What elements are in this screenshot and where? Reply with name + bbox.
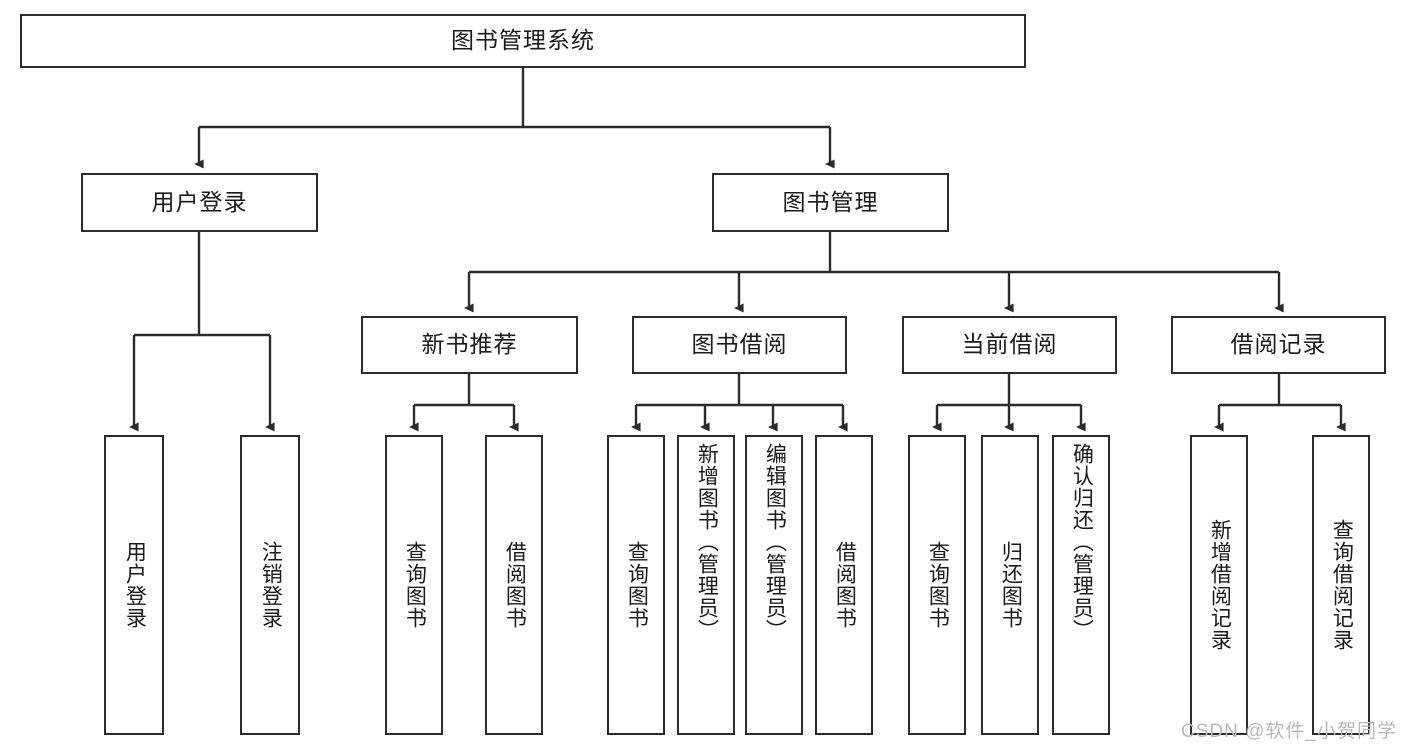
node-borrow[interactable]: 图书借阅 <box>632 316 847 374</box>
leaf-borrow-1[interactable]: 新增图书（管理员） <box>677 435 735 735</box>
node-label: 确认归还（管理员） <box>1070 443 1094 641</box>
leaf-new-book-0[interactable]: 查询图书 <box>385 435 443 735</box>
leaf-current-1[interactable]: 归还图书 <box>981 435 1039 735</box>
node-user-login[interactable]: 用户登录 <box>81 173 318 232</box>
leaf-records-0[interactable]: 新增借阅记录 <box>1190 435 1248 735</box>
leaf-borrow-0[interactable]: 查询图书 <box>607 435 665 735</box>
leaf-user-login-1[interactable]: 注销登录 <box>240 435 300 735</box>
leaf-new-book-1[interactable]: 借阅图书 <box>485 435 543 735</box>
node-label: 借阅图书 <box>833 541 857 629</box>
node-label: 新增借阅记录 <box>1208 519 1232 651</box>
node-label: 新书推荐 <box>421 331 518 358</box>
node-label: 查询图书 <box>625 541 649 629</box>
node-label: 新增图书（管理员） <box>695 443 719 641</box>
leaf-user-login-0[interactable]: 用户登录 <box>104 435 164 735</box>
leaf-current-2[interactable]: 确认归还（管理员） <box>1052 435 1110 735</box>
leaf-borrow-2[interactable]: 编辑图书（管理员） <box>745 435 803 735</box>
node-label: 查询图书 <box>926 541 950 629</box>
leaf-records-1[interactable]: 查询借阅记录 <box>1312 435 1370 735</box>
node-label: 注销登录 <box>259 541 283 629</box>
node-label: 用户登录 <box>151 188 248 215</box>
node-label: 用户登录 <box>123 541 147 629</box>
node-label: 借阅记录 <box>1230 331 1327 358</box>
node-label: 图书管理系统 <box>451 27 595 54</box>
leaf-current-0[interactable]: 查询图书 <box>908 435 966 735</box>
node-label: 查询借阅记录 <box>1330 519 1354 651</box>
node-book-manage[interactable]: 图书管理 <box>712 173 949 232</box>
node-root[interactable]: 图书管理系统 <box>20 14 1026 68</box>
node-label: 编辑图书（管理员） <box>763 443 787 641</box>
node-label: 查询图书 <box>403 541 427 629</box>
node-label: 当前借阅 <box>961 331 1058 358</box>
node-label: 归还图书 <box>999 541 1023 629</box>
node-borrow-records[interactable]: 借阅记录 <box>1171 316 1386 374</box>
leaf-borrow-3[interactable]: 借阅图书 <box>815 435 873 735</box>
node-label: 图书借阅 <box>691 331 788 358</box>
node-label: 借阅图书 <box>503 541 527 629</box>
watermark: CSDN @软件_小贺同学 <box>1181 721 1397 742</box>
node-new-book[interactable]: 新书推荐 <box>361 316 578 374</box>
node-label: 图书管理 <box>782 188 879 215</box>
node-current-borrow[interactable]: 当前借阅 <box>902 316 1117 374</box>
